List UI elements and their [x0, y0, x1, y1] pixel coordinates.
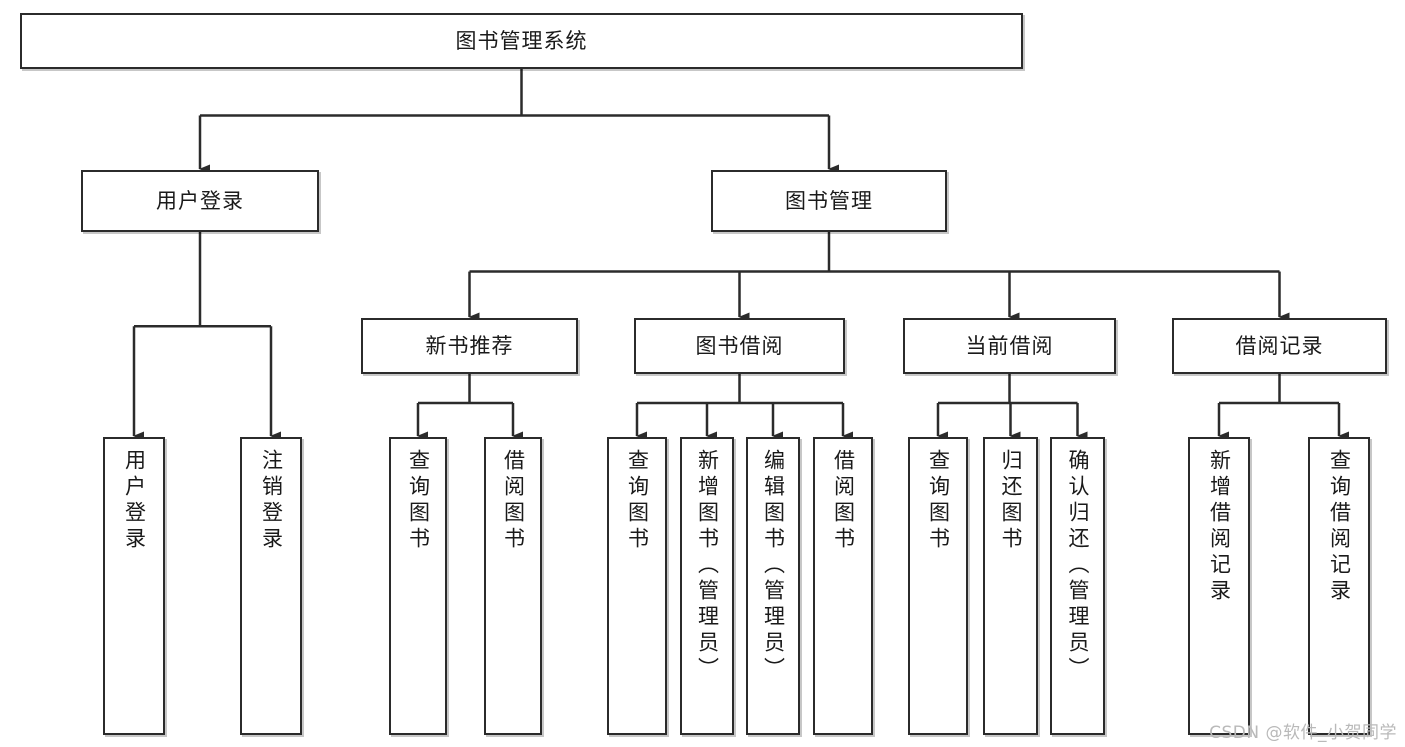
node-leaf-return-book-label: 归还图书 [999, 449, 1023, 553]
node-leaf-query-book-a-label: 查询图书 [406, 449, 431, 553]
csdn-watermark: CSDN @软件_小贺同学 [1209, 723, 1397, 743]
node-book-borrow[interactable]: 图书借阅 [634, 318, 845, 374]
node-leaf-query-book-c-label: 查询图书 [926, 449, 951, 553]
node-book-management-label: 图书管理 [785, 188, 873, 213]
node-leaf-logout-label: 注销登录 [259, 449, 284, 553]
node-current-borrow[interactable]: 当前借阅 [903, 318, 1116, 374]
node-leaf-return-book[interactable]: 归还图书 [983, 437, 1038, 735]
node-leaf-confirm-return-label: 确认归还（管理员） [1066, 449, 1090, 683]
node-book-management[interactable]: 图书管理 [711, 170, 947, 232]
node-user-login-label: 用户登录 [156, 188, 244, 213]
node-leaf-query-borrow-record[interactable]: 查询借阅记录 [1308, 437, 1370, 735]
node-leaf-edit-book-label: 编辑图书（管理员） [761, 449, 786, 683]
node-new-book-recommend[interactable]: 新书推荐 [361, 318, 578, 374]
node-user-login[interactable]: 用户登录 [81, 170, 319, 232]
node-leaf-user-login-label: 用户登录 [122, 449, 147, 553]
node-leaf-user-login[interactable]: 用户登录 [103, 437, 165, 735]
node-leaf-query-book-c[interactable]: 查询图书 [908, 437, 968, 735]
node-leaf-borrow-book-b-label: 借阅图书 [831, 449, 856, 553]
node-leaf-query-book-b-label: 查询图书 [625, 449, 650, 553]
node-leaf-query-borrow-record-label: 查询借阅记录 [1327, 449, 1352, 605]
node-leaf-edit-book[interactable]: 编辑图书（管理员） [746, 437, 800, 735]
node-leaf-query-book-a[interactable]: 查询图书 [389, 437, 447, 735]
node-leaf-borrow-book-a[interactable]: 借阅图书 [484, 437, 542, 735]
node-leaf-add-borrow-record-label: 新增借阅记录 [1207, 449, 1232, 605]
node-leaf-borrow-book-a-label: 借阅图书 [501, 449, 526, 553]
node-book-borrow-label: 图书借阅 [695, 333, 784, 358]
node-leaf-query-book-b[interactable]: 查询图书 [607, 437, 667, 735]
node-leaf-confirm-return[interactable]: 确认归还（管理员） [1050, 437, 1105, 735]
node-root[interactable]: 图书管理系统 [20, 13, 1023, 69]
node-current-borrow-label: 当前借阅 [965, 333, 1054, 358]
node-borrow-record-label: 借阅记录 [1235, 333, 1324, 358]
node-root-label: 图书管理系统 [455, 28, 588, 53]
node-leaf-add-borrow-record[interactable]: 新增借阅记录 [1188, 437, 1250, 735]
node-borrow-record[interactable]: 借阅记录 [1172, 318, 1387, 374]
node-leaf-borrow-book-b[interactable]: 借阅图书 [813, 437, 873, 735]
node-new-book-recommend-label: 新书推荐 [425, 333, 514, 358]
node-leaf-add-book[interactable]: 新增图书（管理员） [680, 437, 734, 735]
node-leaf-logout[interactable]: 注销登录 [240, 437, 302, 735]
node-leaf-add-book-label: 新增图书（管理员） [695, 449, 720, 683]
